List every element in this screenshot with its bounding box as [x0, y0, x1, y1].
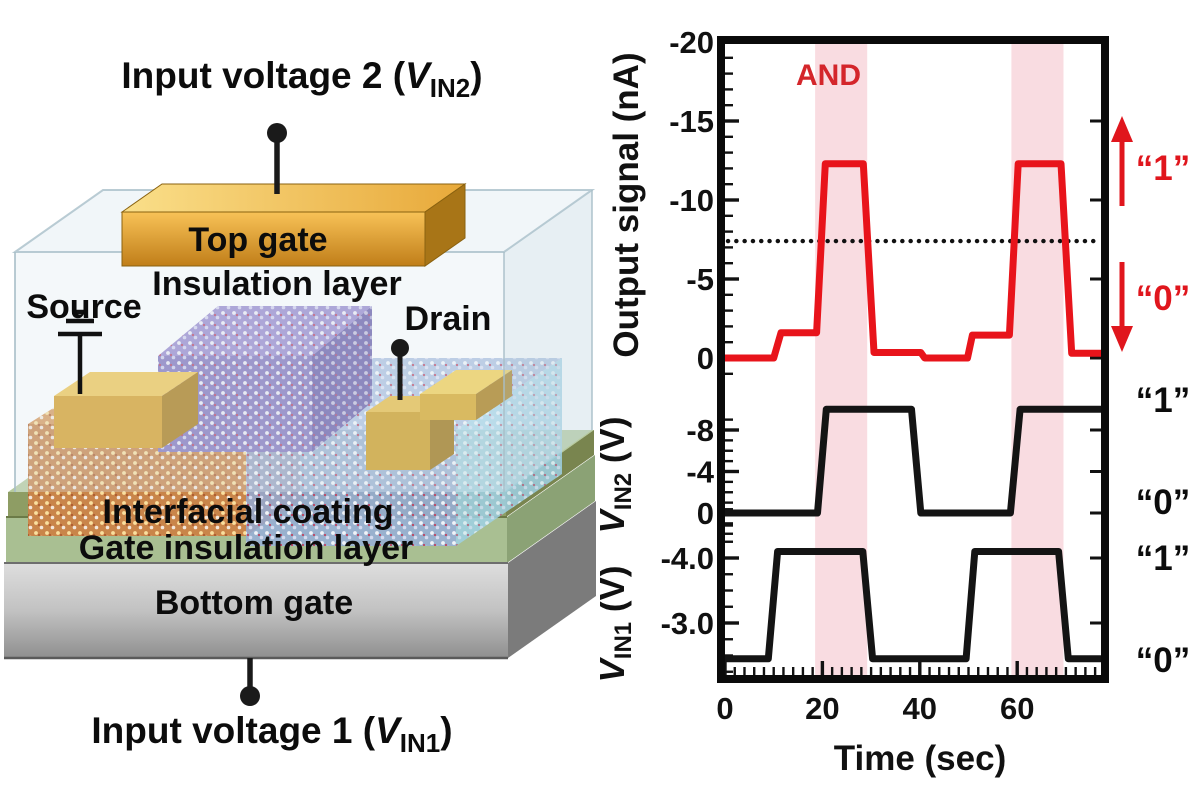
vin1-logic-1-label: “1” — [1136, 539, 1190, 578]
input2-pin — [267, 123, 287, 194]
vin1-axis-title: VIN1 (V) — [600, 565, 637, 682]
top-gate-electrode — [120, 183, 467, 267]
series-output — [725, 160, 1101, 362]
gate-insulation-layer-label: Gate insulation layer — [79, 529, 413, 567]
vin2-axis-title: VIN2 (V) — [600, 416, 637, 533]
logic-high-band — [1011, 44, 1064, 675]
vin1-logic-0-label: “0” — [1136, 641, 1190, 680]
output-high-arrow — [1111, 116, 1133, 206]
bottom-gate-front-face — [4, 563, 508, 658]
time-axis-title: Time (sec) — [834, 739, 1007, 778]
x-tick-label: 20 — [805, 691, 839, 726]
series-vin1 — [725, 548, 1101, 663]
gate-type-label: AND — [796, 59, 861, 92]
bottom-gate-label: Bottom gate — [155, 584, 353, 622]
vin2-logic-1-label: “1” — [1136, 381, 1190, 420]
top-gate-label: Top gate — [188, 221, 327, 259]
device-schematic: Input voltage 2 (VIN2) Top gate Insulati… — [4, 55, 596, 758]
highlight-bands — [815, 44, 1064, 675]
axis-ticks: 0 20 40 60 0 -5 -10 -15 -20 -8 -4 0 -4.0 -3.0 — [661, 25, 1101, 726]
input-voltage-1-title: Input voltage 1 (VIN1) — [91, 710, 452, 758]
vin2-logic-0-label: “0” — [1136, 483, 1190, 522]
y-tick-label: -4 — [686, 455, 714, 490]
y-tick-label: 0 — [697, 341, 714, 376]
bottom-gate-side-face — [508, 501, 596, 658]
drain-pin — [391, 339, 409, 400]
output-axis-title: Output signal (nA) — [607, 52, 646, 357]
y-tick-label: -8 — [686, 413, 714, 448]
x-tick-label: 0 — [716, 691, 733, 726]
gate-insulation-side-face — [507, 455, 595, 563]
y-tick-label: -10 — [669, 183, 714, 218]
and-gate-chart: 0 20 40 60 0 -5 -10 -15 -20 -8 -4 0 -4.0 -3.0 AND “1”… — [600, 25, 1190, 778]
ground-symbol — [58, 309, 102, 394]
series-vin2 — [725, 405, 1101, 517]
output-logic-1-label: “1” — [1136, 149, 1190, 188]
input-voltage-2-title: Input voltage 2 (VIN2) — [121, 55, 482, 103]
y-tick-label: -5 — [686, 262, 714, 297]
interfacial-coating-label: Interfacial coating — [103, 493, 394, 531]
y-tick-label: -3.0 — [661, 606, 714, 641]
y-tick-label: 0 — [697, 496, 714, 531]
drain-electrode — [366, 370, 512, 470]
source-electrode — [54, 372, 198, 448]
x-tick-label: 60 — [1000, 691, 1034, 726]
y-tick-label: -20 — [669, 25, 714, 60]
input1-pin — [240, 658, 260, 706]
source-label: Source — [26, 288, 141, 326]
output-low-arrow — [1111, 262, 1133, 352]
insulation-layer-label: Insulation layer — [152, 265, 401, 303]
data-series — [725, 160, 1102, 663]
plot-frame — [717, 36, 1109, 683]
y-tick-label: -4.0 — [661, 541, 714, 576]
drain-label: Drain — [405, 300, 492, 338]
logic-high-band — [815, 44, 868, 675]
output-logic-0-label: “0” — [1136, 279, 1190, 318]
x-tick-label: 40 — [903, 691, 937, 726]
y-tick-label: -15 — [669, 104, 714, 139]
